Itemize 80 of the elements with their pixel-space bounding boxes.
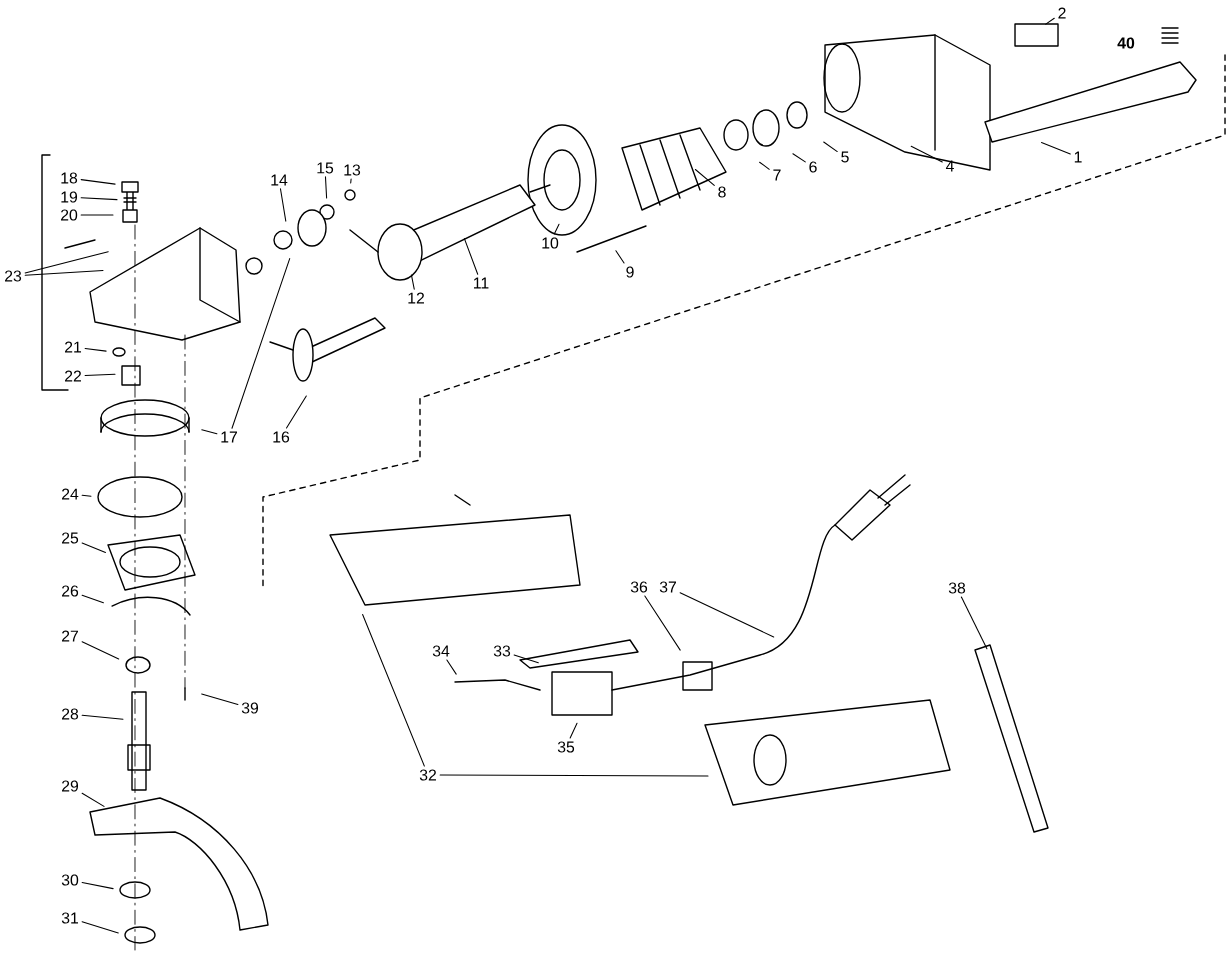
callout-number: 31 [61, 912, 78, 924]
callout-number: 2 [1058, 7, 1066, 19]
leader-line [615, 250, 625, 264]
callout-number: 26 [62, 585, 79, 597]
leader-line [81, 494, 92, 497]
leader-line [231, 258, 291, 429]
leader-line [81, 921, 119, 934]
leader-line [80, 214, 114, 216]
callout-number: 11 [474, 277, 489, 289]
leader-line [513, 654, 539, 664]
leader-line [446, 659, 457, 675]
callout-number: 30 [61, 874, 79, 886]
callout-number: 16 [273, 431, 290, 443]
leader-line [286, 395, 307, 429]
callout-number: 40 [1117, 37, 1135, 49]
leader-line [910, 145, 943, 163]
leader-line [792, 153, 806, 163]
leader-line [1041, 142, 1071, 155]
leader-line [324, 176, 328, 199]
callout-number: 29 [62, 780, 79, 792]
callout-number: 27 [62, 630, 78, 642]
leader-line [350, 178, 352, 184]
leader-line [201, 429, 218, 435]
callout-number: 36 [630, 581, 648, 593]
leader-line [569, 722, 578, 739]
callout-number: 37 [659, 581, 676, 593]
callout-number: 35 [557, 741, 575, 753]
leader-line [84, 348, 107, 352]
callout-number: 14 [271, 174, 288, 186]
callout-number: 8 [718, 186, 726, 198]
callout-number: 32 [419, 769, 436, 781]
callout-number: 23 [5, 270, 22, 282]
callout-number: 6 [809, 161, 817, 173]
leader-line [81, 594, 104, 604]
callout-number: 19 [61, 191, 78, 203]
callout-number: 4 [945, 160, 954, 172]
leader-line [644, 595, 681, 651]
leader-line [1045, 17, 1055, 25]
callout-number: 28 [62, 708, 79, 720]
leader-line [463, 238, 479, 275]
callout-number: 12 [408, 292, 424, 304]
leader-line [279, 188, 287, 222]
callout-number: 17 [221, 431, 237, 443]
callout-number: 33 [493, 645, 511, 657]
leader-line [81, 792, 105, 807]
callout-number: 18 [61, 172, 78, 184]
callout-number: 24 [62, 488, 79, 500]
leader-line [679, 592, 775, 638]
leader-line [24, 269, 104, 276]
callout-number: 20 [61, 209, 78, 221]
leader-line [80, 197, 118, 201]
leader-line [823, 141, 838, 153]
callout-number: 15 [317, 162, 334, 174]
leader-line [362, 614, 425, 767]
callout-number: 21 [65, 341, 81, 353]
leader-line [201, 693, 239, 706]
leader-line [81, 641, 120, 660]
callout-number: 38 [948, 582, 966, 594]
callout-number: 7 [773, 169, 781, 181]
leader-line [24, 251, 109, 274]
leader-line [960, 596, 988, 650]
callout-number: 5 [841, 151, 849, 163]
leader-line [84, 373, 116, 377]
leader-line [439, 774, 709, 777]
leader-line [694, 169, 715, 186]
callout-number: 1 [1074, 151, 1082, 163]
callout-number: 22 [65, 370, 81, 382]
leader-line [80, 179, 116, 185]
callout-number: 10 [542, 237, 559, 249]
leader-line [553, 223, 560, 235]
callout-number: 13 [344, 164, 361, 176]
leader-line [81, 714, 124, 720]
leader-line [81, 542, 107, 553]
leader-line [410, 274, 415, 290]
leader-line [81, 881, 114, 890]
callout-number: 34 [432, 645, 450, 657]
callout-number: 39 [241, 702, 259, 714]
callout-number: 9 [626, 266, 634, 278]
leader-line [759, 161, 770, 170]
callout-number: 25 [62, 532, 79, 544]
